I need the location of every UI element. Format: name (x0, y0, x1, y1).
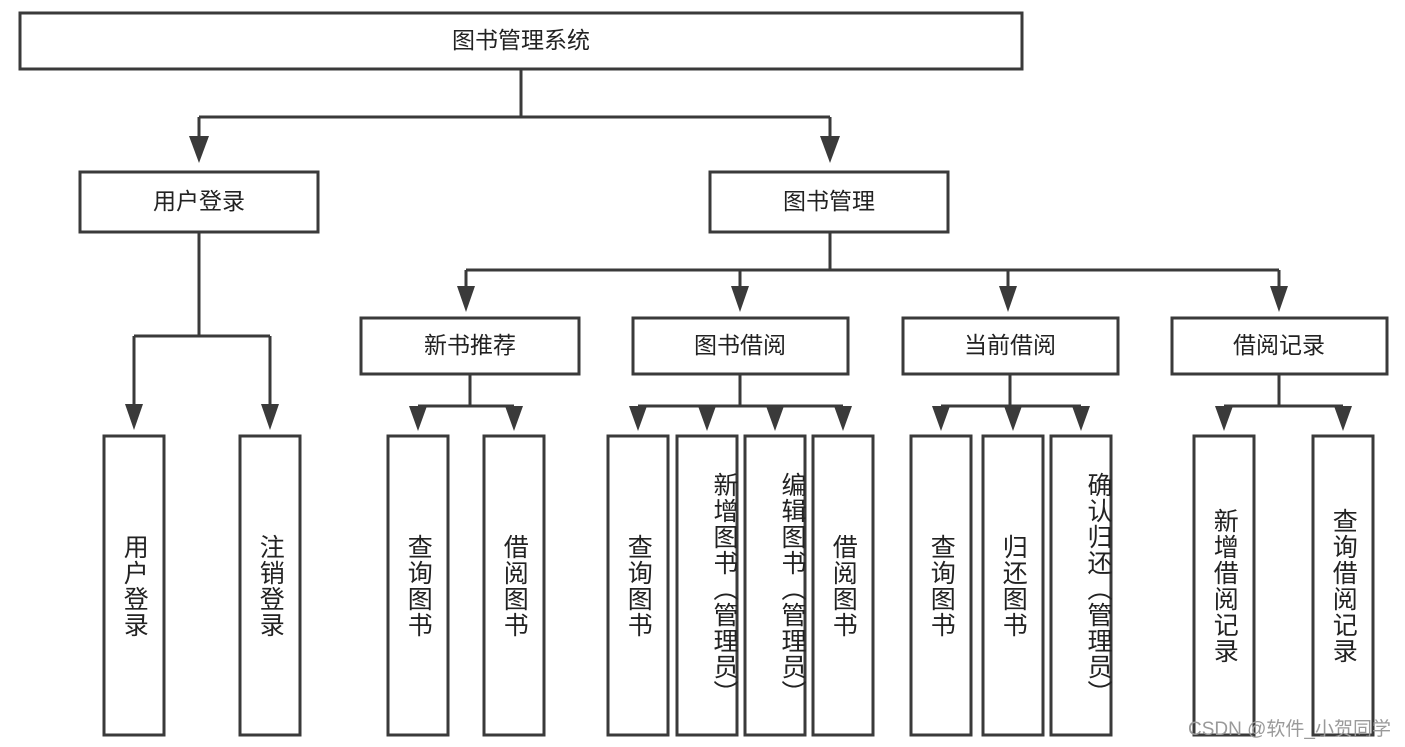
node-book-borrow-box (631, 316, 850, 376)
leaf-box-user-login[interactable] (102, 434, 166, 737)
node-borrow-record[interactable]: 借阅记录 (1170, 316, 1389, 376)
node-current-borrow-label: 当前借阅 (964, 332, 1056, 358)
node-current-borrow-box (901, 316, 1120, 376)
leaf-box-edit-book-admin[interactable] (743, 434, 807, 737)
leaf-box-borrow-book-2[interactable] (811, 434, 875, 737)
node-new-book-recommend-box (359, 316, 581, 376)
connector-record-to-leaves (1215, 374, 1352, 431)
arrow-head-icon (766, 406, 784, 431)
leaf-box-query-borrow-record[interactable] (1311, 434, 1375, 737)
node-user-login[interactable]: 用户登录 (78, 170, 320, 234)
arrow-head-icon (1004, 406, 1022, 431)
connector-userlogin-to-leaves (125, 232, 279, 430)
node-book-management-label: 图书管理 (783, 188, 875, 214)
arrow-head-icon (1072, 406, 1090, 431)
node-current-borrow[interactable]: 当前借阅 (901, 316, 1120, 376)
arrow-head-icon (932, 406, 950, 431)
arrow-head-icon (834, 406, 852, 431)
arrow-head-icon (731, 286, 749, 312)
arrow-head-icon (189, 136, 209, 163)
arrow-head-icon (629, 406, 647, 431)
arrow-head-icon (698, 406, 716, 431)
arrow-head-icon (1270, 286, 1288, 312)
leaf-box-add-book-admin[interactable] (675, 434, 739, 737)
arrow-head-icon (457, 286, 475, 312)
csdn-watermark: CSDN @软件_小贺同学 (1188, 719, 1391, 740)
connector-current-to-leaves (932, 374, 1090, 431)
leaf-box-borrow-book-1[interactable] (482, 434, 546, 737)
node-root-system[interactable]: 图书管理系统 (18, 11, 1024, 71)
node-user-login-label: 用户登录 (153, 188, 245, 214)
arrow-head-icon (125, 404, 143, 430)
node-book-management[interactable]: 图书管理 (708, 170, 950, 234)
node-book-management-box (708, 170, 950, 234)
arrow-head-icon (409, 406, 427, 431)
leaf-box-logout[interactable] (238, 434, 302, 737)
node-root-box (18, 11, 1024, 71)
leaf-box-query-book-1[interactable] (386, 434, 450, 737)
arrow-head-icon (1334, 406, 1352, 431)
node-user-login-box (78, 170, 320, 234)
connector-newbook-to-leaves (409, 374, 523, 431)
node-book-borrow[interactable]: 图书借阅 (631, 316, 850, 376)
arrow-head-icon (1215, 406, 1233, 431)
leaf-box-return-book[interactable] (981, 434, 1045, 737)
arrow-head-icon (261, 404, 279, 430)
arrow-head-icon (505, 406, 523, 431)
arrow-head-icon (999, 286, 1017, 312)
leaf-box-query-book-3[interactable] (909, 434, 973, 737)
leaf-box-confirm-return-admin[interactable] (1049, 434, 1113, 737)
arrow-head-icon (820, 136, 840, 163)
connector-bookmgmt-to-level3 (457, 232, 1288, 312)
leaf-box-add-borrow-record[interactable] (1192, 434, 1256, 737)
node-root-label: 图书管理系统 (452, 27, 590, 53)
connector-borrow-to-leaves (629, 374, 852, 431)
node-new-book-recommend-label: 新书推荐 (424, 332, 516, 358)
node-new-book-recommend[interactable]: 新书推荐 (359, 316, 581, 376)
node-book-borrow-label: 图书借阅 (694, 332, 786, 358)
connector-root-to-level2 (189, 69, 840, 163)
node-borrow-record-label: 借阅记录 (1233, 332, 1325, 358)
leaf-box-query-book-2[interactable] (606, 434, 670, 737)
node-borrow-record-box (1170, 316, 1389, 376)
